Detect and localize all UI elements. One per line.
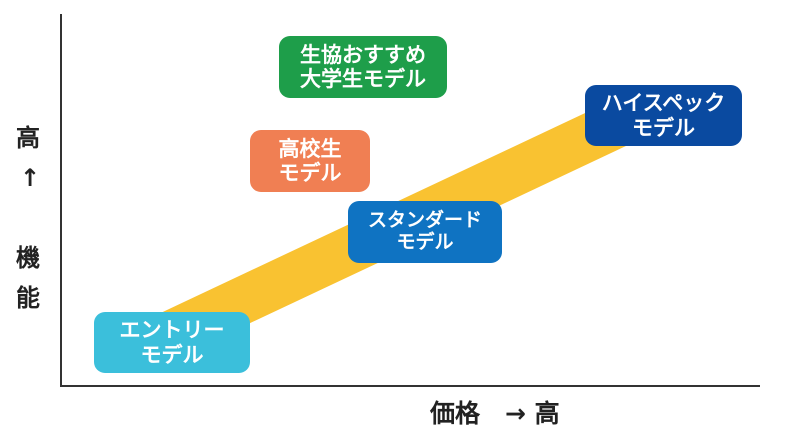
model-line2: 大学生モデル (300, 67, 426, 91)
model-line1: スタンダード (367, 209, 482, 232)
entry-model-box: エントリー モデル (94, 312, 250, 373)
model-line2: モデル (140, 342, 204, 367)
model-line2: モデル (396, 231, 454, 253)
model-line1: エントリー (119, 318, 225, 343)
y-axis-high: 高 (16, 124, 40, 152)
model-line1: 高校生 (278, 136, 342, 161)
high-spec-model-box: ハイスペック モデル (585, 85, 742, 146)
y-axis-line (60, 14, 62, 386)
model-line1: 生協おすすめ (300, 42, 426, 67)
model-line2: モデル (278, 161, 342, 185)
y-axis-arrow: ↑ (20, 164, 41, 192)
y-axis-label-1: 機 (16, 244, 40, 272)
model-line1: ハイスペック (601, 91, 726, 116)
y-axis-label-2: 能 (16, 284, 40, 312)
x-axis-line (60, 385, 760, 387)
standard-model-box: スタンダード モデル (348, 201, 502, 263)
recommended-student-model-box: 生協おすすめ 大学生モデル (279, 36, 447, 98)
high-school-model-box: 高校生 モデル (250, 130, 370, 192)
model-line2: モデル (632, 115, 695, 140)
x-axis-label: 価格 → 高 (430, 399, 560, 428)
